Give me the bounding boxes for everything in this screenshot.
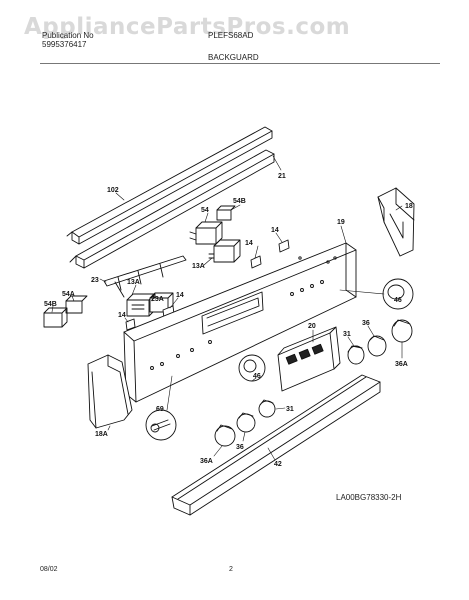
callout-18A: 18A [95,431,108,438]
end-bracket-18 [377,187,415,257]
callout-69: 69 [156,406,164,413]
publication-number: 5995376417 [42,40,87,49]
callout-23A: 23A [151,296,164,303]
section-title: BACKGUARD [208,53,259,62]
clip-14-b [250,255,262,269]
callout-23: 23 [91,277,99,284]
leader-lines [51,155,403,461]
callout-13A-mid: 13A [192,263,205,270]
callout-46-right: 46 [394,297,402,304]
callout-54-top: 54 [201,207,209,214]
switch-54A-left [65,295,88,314]
callout-54B-top: 54B [233,198,246,205]
footer-page-number: 2 [229,566,233,573]
callout-31-mid: 31 [286,406,294,413]
callout-19: 19 [337,219,345,226]
callout-21: 21 [278,173,286,180]
knob-36A-right [391,319,413,343]
callout-14-c: 14 [176,292,184,299]
callout-102: 102 [107,187,119,194]
end-cap-18A [87,354,133,429]
callout-18: 18 [405,203,413,210]
header-rule [40,63,440,64]
model-number: PLEFS68AD [208,31,254,40]
knob-36-right [367,335,387,357]
callout-54B-left: 54B [44,301,57,308]
callout-36A-left: 36A [200,458,213,465]
callout-14-a: 14 [271,227,279,234]
detail-circle-46-right [382,278,414,310]
bracket-23 [103,255,187,298]
detail-circle-46-mid [238,354,266,382]
callout-42: 42 [274,461,282,468]
drawing-code: LA00BG78330-2H [336,493,402,502]
trim-strip-21 [69,149,275,269]
callout-36A-right: 36A [395,361,408,368]
publication-label: Publication No [42,31,94,40]
knob-31-mid [258,399,276,418]
callout-36-mid: 36 [236,444,244,451]
switch-54B-left [43,307,68,328]
trim-strip-102 [66,126,273,245]
detail-circle-69 [145,409,177,441]
callout-54A: 54A [62,291,75,298]
control-panel-19 [123,242,357,403]
switch-13A-mid [208,239,241,263]
callout-14-b: 14 [245,240,253,247]
switch-54B-top [216,205,236,221]
callout-13A-left: 13A [127,279,140,286]
bottom-trim-42 [171,374,381,516]
callout-31-right: 31 [343,331,351,338]
callout-20: 20 [308,323,316,330]
knob-36A-left [214,424,236,447]
callout-46-mid: 46 [253,373,261,380]
clip-14-a [278,239,290,253]
callout-14-d: 14 [118,312,126,319]
watermark-text: AppliancePartsPros.com [24,14,351,40]
footer-date: 08/02 [40,566,58,573]
clock-module-20 [277,326,341,392]
knob-31-right [347,345,365,365]
clip-14-d [125,318,136,331]
knob-36-mid [236,412,256,433]
switch-54-top [189,221,223,245]
callout-36-right: 36 [362,320,370,327]
